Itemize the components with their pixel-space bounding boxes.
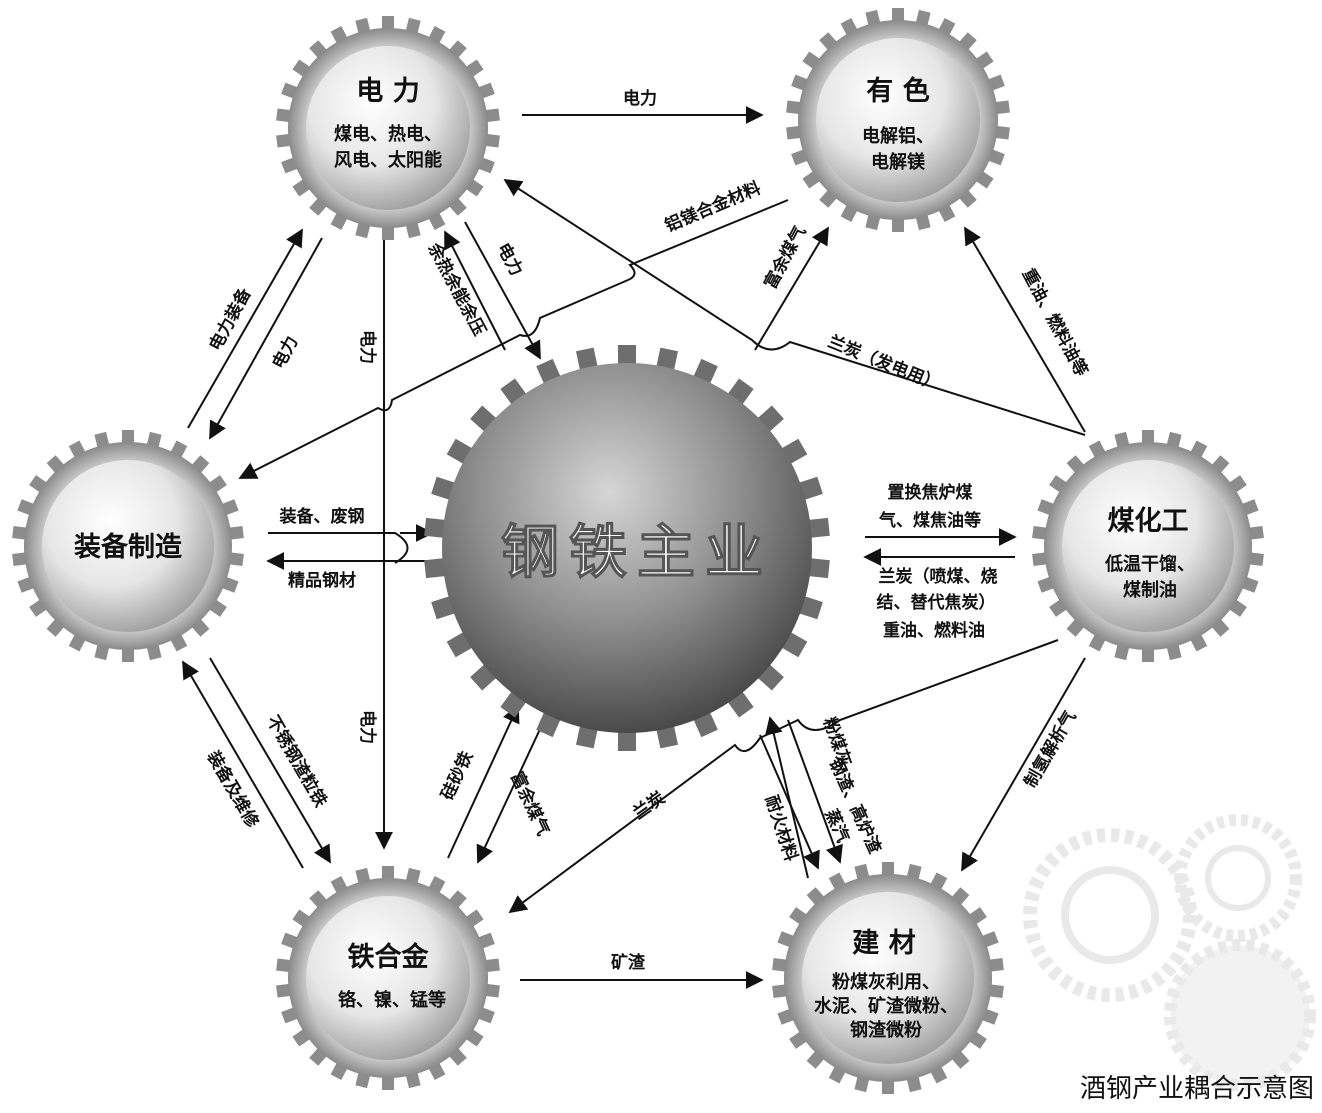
decorative-gears (1023, 814, 1316, 1091)
edges (182, 106, 1086, 989)
label-fine-steel: 精品钢材 (288, 570, 356, 591)
label-coke-gas-2: 气、煤焦油等 (878, 510, 981, 531)
edge-refractory (764, 716, 809, 879)
center-gear: 钢铁主业 (424, 345, 830, 751)
gear-coalchem: 煤化工 低温干馏、 煤制油 (1032, 430, 1264, 662)
label-power-nonferrous: 电力 (623, 88, 657, 109)
gear-face (306, 896, 470, 1060)
label-semicoke-3: 重油、燃料油 (883, 620, 985, 641)
edge-equipment-steel (268, 532, 409, 564)
gear-nonferrous: 有 色 电解铝、 电解镁 (786, 8, 1010, 232)
gear-ferroalloy: 铁合金 铬、镍、锰等 (276, 866, 500, 1090)
edge-stainless-slag (209, 657, 331, 864)
gear-face (42, 460, 214, 632)
label-alloy-material: 铝镁合金材料 (662, 177, 764, 236)
edge-rich-gas-2 (476, 711, 549, 864)
gear-power-line-2: 风电、太阳能 (334, 149, 442, 171)
gear-nonferrous-title: 有 色 (866, 75, 929, 107)
edge-power-steel (464, 221, 541, 360)
gear-coalchem-title: 煤化工 (1108, 506, 1189, 537)
gear-nonferrous-line-1: 电解铝、 (862, 125, 934, 147)
gear-face (306, 46, 470, 210)
edge-slag (787, 719, 843, 864)
gear-face (816, 38, 980, 202)
label-heavy-oil: 重油、燃料油等 (1018, 265, 1092, 380)
diagram-caption: 酒钢产业耦合示意图 (1079, 1074, 1314, 1104)
edge-alloy-material (238, 199, 789, 479)
label-power-equipment: 电力装备 (205, 284, 256, 355)
gear-power: 电 力 煤电、热电、 风电、太阳能 (276, 16, 500, 240)
gear-face (1062, 460, 1234, 632)
edge-power-equipment (187, 228, 303, 429)
edge-waste-heat (444, 230, 506, 351)
gear-building-line-3: 钢渣微粉 (850, 1019, 922, 1041)
label-equip-repair: 装备及维修 (202, 746, 264, 832)
edge-coalchem-power (503, 179, 1086, 436)
gear-building-line-2: 水泥、矿渣微粉、 (814, 995, 958, 1017)
label-silicon-iron: 硅砂铁 (437, 748, 478, 803)
gear-face (802, 892, 974, 1064)
gear-ferroalloy-line-1: 铬、镍、锰等 (338, 989, 446, 1011)
edge-equip-repair (182, 660, 304, 869)
label-stainless-slag: 不锈钢渣粒铁 (262, 712, 331, 811)
label-power-from-steel: 电力 (493, 239, 528, 279)
label-power-vertical-top: 电力 (357, 330, 378, 364)
label-rich-gas-2: 富余煤气 (506, 768, 554, 839)
gear-equipment: 装备制造 (12, 430, 244, 662)
gear-coalchem-line-1: 低温干馏、 (1104, 553, 1195, 575)
label-semicoke-power: 兰炭（发电用） (825, 331, 943, 395)
edge-rich-gas (754, 226, 829, 351)
gear-power-line-1: 煤电、热电、 (334, 123, 442, 145)
gear-power-title: 电 力 (356, 76, 419, 107)
label-equipment-scrap: 装备、废钢 (279, 506, 365, 527)
label-power-vertical-bottom: 电力 (357, 710, 378, 744)
gear-coalchem-line-2: 煤制油 (1123, 579, 1177, 601)
label-mineral-slag: 矿渣 (611, 952, 646, 973)
edge-power-equipment-2 (209, 237, 323, 440)
label-power-to-equipment: 电力 (268, 332, 303, 372)
gear-building: 建 材 粉煤灰利用、 水泥、矿渣微粉、 钢渣微粉 (772, 862, 1004, 1094)
gear-nonferrous-line-2: 电解镁 (871, 151, 926, 173)
gear-ferroalloy-title: 铁合金 (348, 941, 430, 973)
label-rich-gas: 富余煤气 (760, 222, 810, 292)
edge-heavy-oil (964, 226, 1086, 433)
label-semicoke-2: 结、替代焦炭） (877, 592, 996, 613)
edge-silicon-iron (447, 704, 520, 859)
gear-building-title: 建 材 (852, 928, 915, 959)
gear-equipment-title: 装备制造 (74, 532, 182, 563)
label-coke-gas-1: 置换焦炉煤 (888, 482, 973, 503)
label-semicoke-1: 兰炭（喷煤、烧 (879, 566, 998, 587)
gear-building-line-1: 粉煤灰利用、 (832, 971, 940, 993)
center-title: 钢铁主业 (501, 518, 773, 586)
edge-hydrogen (961, 657, 1086, 872)
